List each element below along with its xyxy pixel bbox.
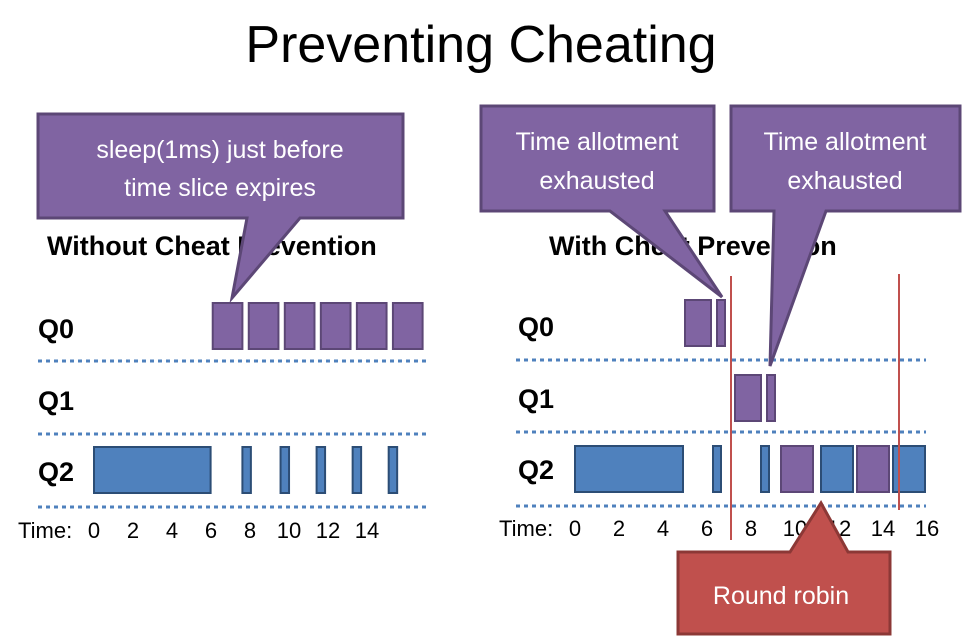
left-q2-short-job [241,446,252,494]
left-q2-short-job [351,446,363,494]
callout-round-robin: Round robin [676,500,892,636]
right-queue-q2-label: Q2 [518,455,554,485]
right-queue-q1-label: Q1 [518,384,554,414]
left-heading: Without Cheat Prevention [47,231,377,261]
left-q0-slice [283,302,316,350]
left-tick-4: 4 [166,518,178,543]
callout-round-robin-label: Round robin [713,582,849,610]
left-q2-short-job [279,446,291,494]
left-time-ticks: 0 2 4 6 8 10 12 14 [88,518,379,543]
right-tick-16: 16 [915,516,939,541]
callout-allotment-2: Time allotment exhausted [729,104,962,367]
right-tick-0: 0 [569,516,581,541]
left-q0-slice [355,302,388,350]
left-queue-q0-label: Q0 [38,314,74,344]
right-q2-blue-job [574,445,684,493]
left-q2-short-job [315,446,327,494]
left-tick-14: 14 [355,518,379,543]
left-queue-q1-label: Q1 [38,386,74,416]
right-job-bars [574,299,926,493]
left-q2-short-job [387,446,399,494]
right-tick-4: 4 [657,516,669,541]
slide-title: Preventing Cheating [245,16,717,74]
left-panel: Without Cheat Prevention Q0 Q1 Q2 Time: … [18,231,430,543]
left-tick-10: 10 [277,518,301,543]
right-queue-q0-label: Q0 [518,312,554,342]
right-tick-2: 2 [613,516,625,541]
right-q2-purple-job [856,445,890,493]
left-time-prefix: Time: [18,518,72,543]
callout-sleep-line-2: time slice expires [124,174,316,202]
right-q1-job [766,374,776,422]
left-q0-slice [391,302,424,350]
left-tick-12: 12 [316,518,340,543]
callout-sleep: sleep(1ms) just before time slice expire… [36,112,405,304]
right-time-prefix: Time: [499,516,553,541]
callout-allotment-2-line-2: exhausted [787,167,902,195]
left-q2-long-job [93,446,212,494]
callout-sleep-line-1: sleep(1ms) just before [96,136,343,164]
left-q0-slice [247,302,280,350]
left-tick-2: 2 [127,518,139,543]
left-tick-6: 6 [205,518,217,543]
callout-allotment-1: Time allotment exhausted [479,104,724,299]
callout-allotment-2-line-1: Time allotment [763,128,926,156]
right-q2-blue-job [892,445,926,493]
right-q2-blue-job [760,445,770,493]
callout-allotment-1-line-1: Time allotment [515,128,678,156]
left-job-bars [93,302,424,494]
left-queue-q2-label: Q2 [38,457,74,487]
right-q0-job [716,299,726,347]
right-tick-8: 8 [745,516,757,541]
left-q0-slice [211,302,244,350]
left-q0-slice [319,302,352,350]
left-tick-8: 8 [244,518,256,543]
right-q0-job [684,299,712,347]
right-q2-blue-job [820,445,854,493]
right-q1-job [734,374,762,422]
right-tick-14: 14 [871,516,895,541]
callout-allotment-1-line-2: exhausted [539,167,654,195]
right-tick-6: 6 [701,516,713,541]
right-q2-purple-job [780,445,814,493]
left-tick-0: 0 [88,518,100,543]
right-q2-blue-job [712,445,722,493]
